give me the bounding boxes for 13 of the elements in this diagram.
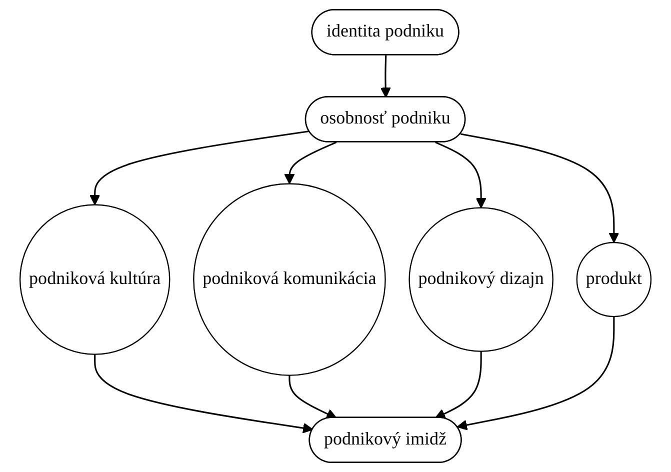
arrow <box>460 133 620 243</box>
arrow <box>456 316 615 430</box>
node-circle: podnikový dizajn <box>408 207 554 352</box>
arrow <box>380 55 391 98</box>
arrow <box>288 375 337 419</box>
node-circle: produkt <box>576 242 652 318</box>
arrow <box>284 142 337 184</box>
arrow <box>94 354 314 434</box>
node-circle: podniková komunikácia <box>193 183 386 376</box>
node-circle: podniková kultúra <box>19 204 170 355</box>
arrow <box>434 351 482 419</box>
arrow <box>90 130 310 206</box>
arrow <box>435 142 486 208</box>
